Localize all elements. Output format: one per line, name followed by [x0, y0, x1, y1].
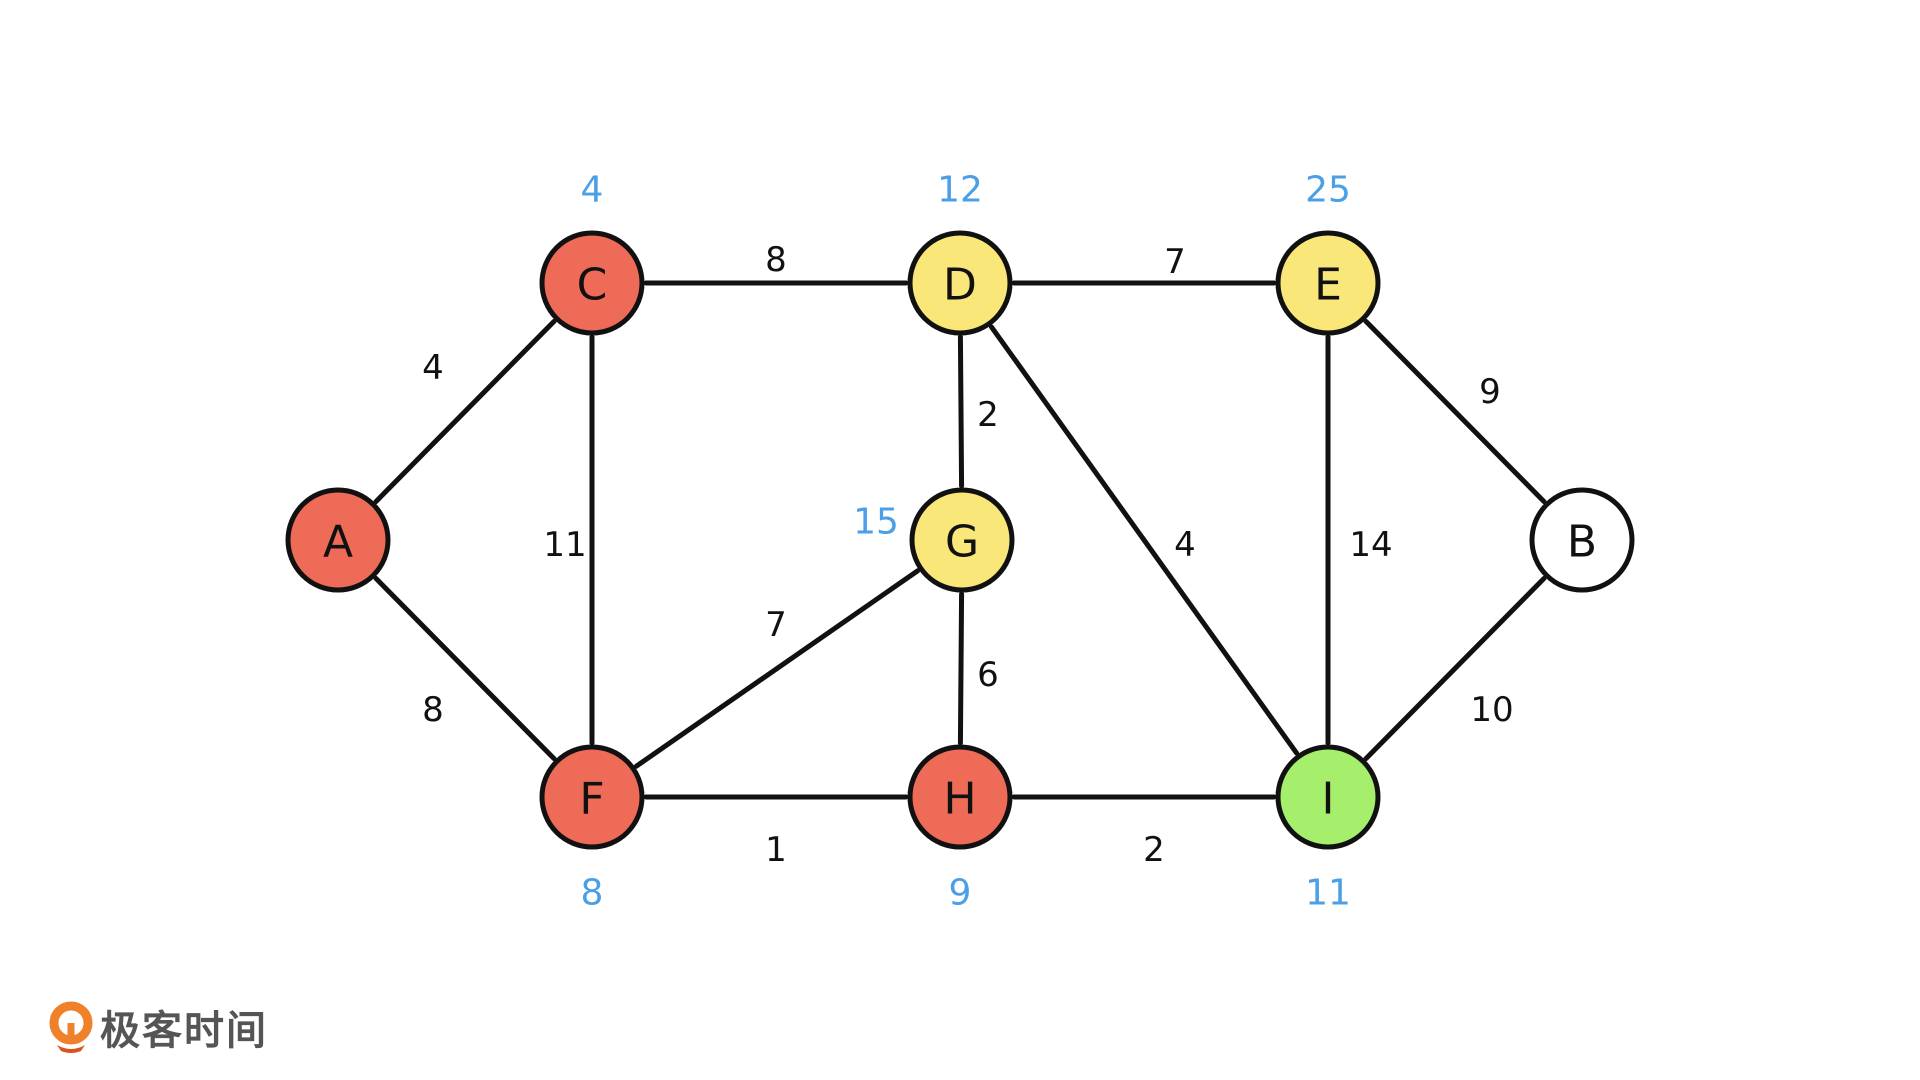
- node-circle-B: [1529, 487, 1635, 593]
- edge-weight-H-I: 2: [1143, 830, 1165, 870]
- edge-weights-layer: 4 8 8 11 7 2 4 14 9 10 7 6 1 2: [422, 240, 1513, 870]
- node-C: C: [539, 230, 645, 336]
- node-circle-F: [539, 744, 645, 850]
- node-F: F: [539, 744, 645, 850]
- node-B: B: [1529, 487, 1635, 593]
- edge-weight-A-C: 4: [422, 348, 444, 388]
- distance-label-H: 9: [949, 873, 972, 914]
- brand-logo: 极客时间: [48, 998, 268, 1056]
- node-circle-D: [907, 230, 1013, 336]
- edge-weight-E-I: 14: [1349, 525, 1392, 565]
- edge-D-G: [957, 334, 965, 489]
- edge-weight-F-G: 7: [765, 605, 787, 645]
- node-H: H: [907, 744, 1013, 850]
- edge-F-G: [633, 568, 921, 769]
- edge-weight-D-G: 2: [977, 395, 999, 435]
- node-D: D: [907, 230, 1013, 336]
- brand-name: 极客时间: [100, 1008, 268, 1054]
- edge-G-H: [957, 591, 965, 746]
- node-I: I: [1275, 744, 1381, 850]
- edge-weight-B-I: 10: [1470, 690, 1513, 730]
- node-label-C: C: [577, 260, 608, 311]
- edge-weight-D-E: 7: [1164, 242, 1186, 282]
- node-label-E: E: [1314, 260, 1342, 311]
- edge-A-F: [373, 575, 557, 762]
- node-circle-A: [285, 487, 391, 593]
- node-label-B: B: [1567, 517, 1597, 568]
- edge-weight-A-F: 8: [422, 690, 444, 730]
- node-circle-G: [909, 487, 1015, 593]
- edge-weight-E-B: 9: [1479, 372, 1501, 412]
- distance-label-G: 15: [853, 502, 899, 543]
- edge-weight-C-F: 11: [543, 525, 586, 565]
- distance-label-F: 8: [581, 873, 604, 914]
- nodes-layer: A C D E B G F H I: [285, 230, 1635, 850]
- edge-weight-D-I: 4: [1174, 525, 1196, 565]
- node-G: G: [909, 487, 1015, 593]
- edge-weight-C-D: 8: [765, 240, 787, 280]
- node-label-G: G: [945, 517, 979, 568]
- distance-label-D: 12: [937, 170, 983, 211]
- node-label-D: D: [943, 260, 977, 311]
- node-label-A: A: [323, 517, 353, 568]
- distance-label-C: 4: [581, 170, 604, 211]
- edge-D-I: [988, 324, 1300, 756]
- node-circle-I: [1275, 744, 1381, 850]
- edge-E-B: [1363, 318, 1547, 505]
- node-label-F: F: [579, 774, 604, 825]
- edge-A-C: [373, 318, 557, 505]
- edge-B-I: [1363, 575, 1547, 762]
- node-circle-H: [907, 744, 1013, 850]
- edge-weight-F-H: 1: [765, 830, 787, 870]
- node-label-I: I: [1322, 774, 1335, 825]
- node-circle-E: [1275, 230, 1381, 336]
- edges-layer: [373, 280, 1547, 800]
- node-circle-C: [539, 230, 645, 336]
- node-E: E: [1275, 230, 1381, 336]
- node-A: A: [285, 487, 391, 593]
- node-label-H: H: [943, 774, 976, 825]
- distance-label-E: 25: [1305, 170, 1351, 211]
- distance-label-I: 11: [1305, 873, 1351, 914]
- geektime-logo-icon: [49, 1001, 93, 1053]
- edge-weight-G-H: 6: [977, 655, 999, 695]
